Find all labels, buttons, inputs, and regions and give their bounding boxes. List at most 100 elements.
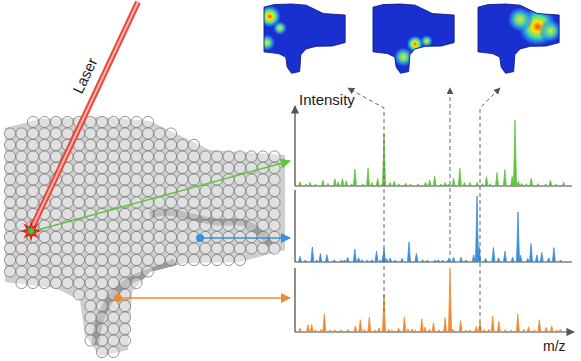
spectrum-peak xyxy=(514,120,517,186)
spectrum-peak xyxy=(540,252,543,262)
raster-spot xyxy=(119,116,130,127)
spectrum-peak xyxy=(320,329,323,332)
raster-spot xyxy=(177,243,188,254)
raster-spot xyxy=(257,174,268,185)
spectrum-peak xyxy=(374,330,377,332)
axis-title: Intensity xyxy=(299,92,355,107)
spectrum-peak xyxy=(535,255,538,262)
spectrum-peak xyxy=(504,330,507,332)
laser-spot xyxy=(23,223,39,239)
raster-spot xyxy=(223,197,234,208)
raster-spot xyxy=(119,128,130,139)
raster-spot xyxy=(16,197,27,208)
raster-spot xyxy=(165,128,176,139)
raster-spot xyxy=(108,128,119,139)
spectrum-peak xyxy=(359,320,362,332)
raster-spot xyxy=(96,139,107,150)
raster-spot xyxy=(211,162,222,173)
raster-spot xyxy=(62,266,73,277)
raster-spot xyxy=(85,254,96,265)
spectrum-peak xyxy=(366,260,369,262)
raster-spot xyxy=(223,162,234,173)
spectrum-peak xyxy=(476,182,479,186)
spectrum-peak xyxy=(315,260,318,262)
raster-spot xyxy=(39,128,50,139)
raster-spot xyxy=(4,208,15,219)
spectrum-peak xyxy=(420,319,423,332)
raster-spot xyxy=(234,197,245,208)
spectrum-peak xyxy=(437,260,440,262)
spectrum-peak xyxy=(393,181,396,186)
raster-spot xyxy=(73,185,84,196)
spectrum-peak xyxy=(483,330,486,332)
raster-spot xyxy=(4,139,15,150)
spectrum-peak xyxy=(487,329,490,332)
spectrum-peak xyxy=(414,330,417,332)
raster-spot xyxy=(85,300,96,311)
raster-spot xyxy=(108,185,119,196)
raster-spot xyxy=(27,128,38,139)
intensity-blob xyxy=(420,35,433,48)
raster-spot xyxy=(39,116,50,127)
raster-spot xyxy=(188,174,199,185)
raster-spot xyxy=(27,197,38,208)
spectrum-peak xyxy=(491,316,494,332)
raster-spot xyxy=(188,220,199,231)
spectrum-peak xyxy=(306,325,309,332)
spectrum-peak xyxy=(375,251,378,262)
raster-spot xyxy=(269,174,280,185)
spectrum-peak xyxy=(465,260,468,262)
raster-spot xyxy=(27,174,38,185)
spectrum-peak xyxy=(545,327,548,332)
raster-spot xyxy=(119,323,130,334)
raster-spot xyxy=(142,243,153,254)
raster-spot xyxy=(269,151,280,162)
raster-spot xyxy=(211,208,222,219)
raster-spot xyxy=(188,151,199,162)
raster-spot xyxy=(50,151,61,162)
raster-spot xyxy=(96,289,107,300)
raster-spot xyxy=(108,162,119,173)
raster-spot xyxy=(257,197,268,208)
raster-spot xyxy=(257,151,268,162)
ion-image xyxy=(372,2,459,77)
laser-core xyxy=(31,2,138,230)
raster-spot xyxy=(142,220,153,231)
raster-spot xyxy=(16,162,27,173)
raster-spot xyxy=(131,162,142,173)
raster-spot xyxy=(177,151,188,162)
raster-spot xyxy=(85,162,96,173)
spectrum-peak xyxy=(333,330,336,332)
raster-spot xyxy=(85,128,96,139)
spectrum-peak xyxy=(517,212,520,262)
raster-spot xyxy=(73,151,84,162)
ion-image-outline xyxy=(373,4,454,73)
raster-spot xyxy=(269,220,280,231)
spectrum-peak xyxy=(314,330,317,332)
spectrum-peak xyxy=(476,196,479,262)
raster-spot xyxy=(177,220,188,231)
spectrum-peak xyxy=(354,326,357,332)
raster-spot xyxy=(27,254,38,265)
raster-spot xyxy=(246,174,257,185)
raster-spot xyxy=(39,139,50,150)
raster-spot xyxy=(234,243,245,254)
raster-spot xyxy=(85,312,96,323)
spectrum-peak xyxy=(554,184,557,186)
intensity-axis xyxy=(294,268,295,332)
spectrum-peak xyxy=(460,257,463,262)
spectrum-peak xyxy=(530,243,533,262)
spectrum-peak xyxy=(363,329,366,332)
raster-spot xyxy=(108,220,119,231)
spectrum-peak xyxy=(415,253,418,262)
axis-title: m/z xyxy=(543,339,566,353)
raster-spot xyxy=(16,185,27,196)
raster-spot xyxy=(188,139,199,150)
raster-spot xyxy=(154,128,165,139)
spectrum-peak xyxy=(503,170,506,186)
raster-spot xyxy=(96,231,107,242)
spectrum-peak xyxy=(485,177,488,186)
raster-spot xyxy=(96,162,107,173)
spectrum-peak xyxy=(408,242,411,262)
raster-spot xyxy=(108,197,119,208)
